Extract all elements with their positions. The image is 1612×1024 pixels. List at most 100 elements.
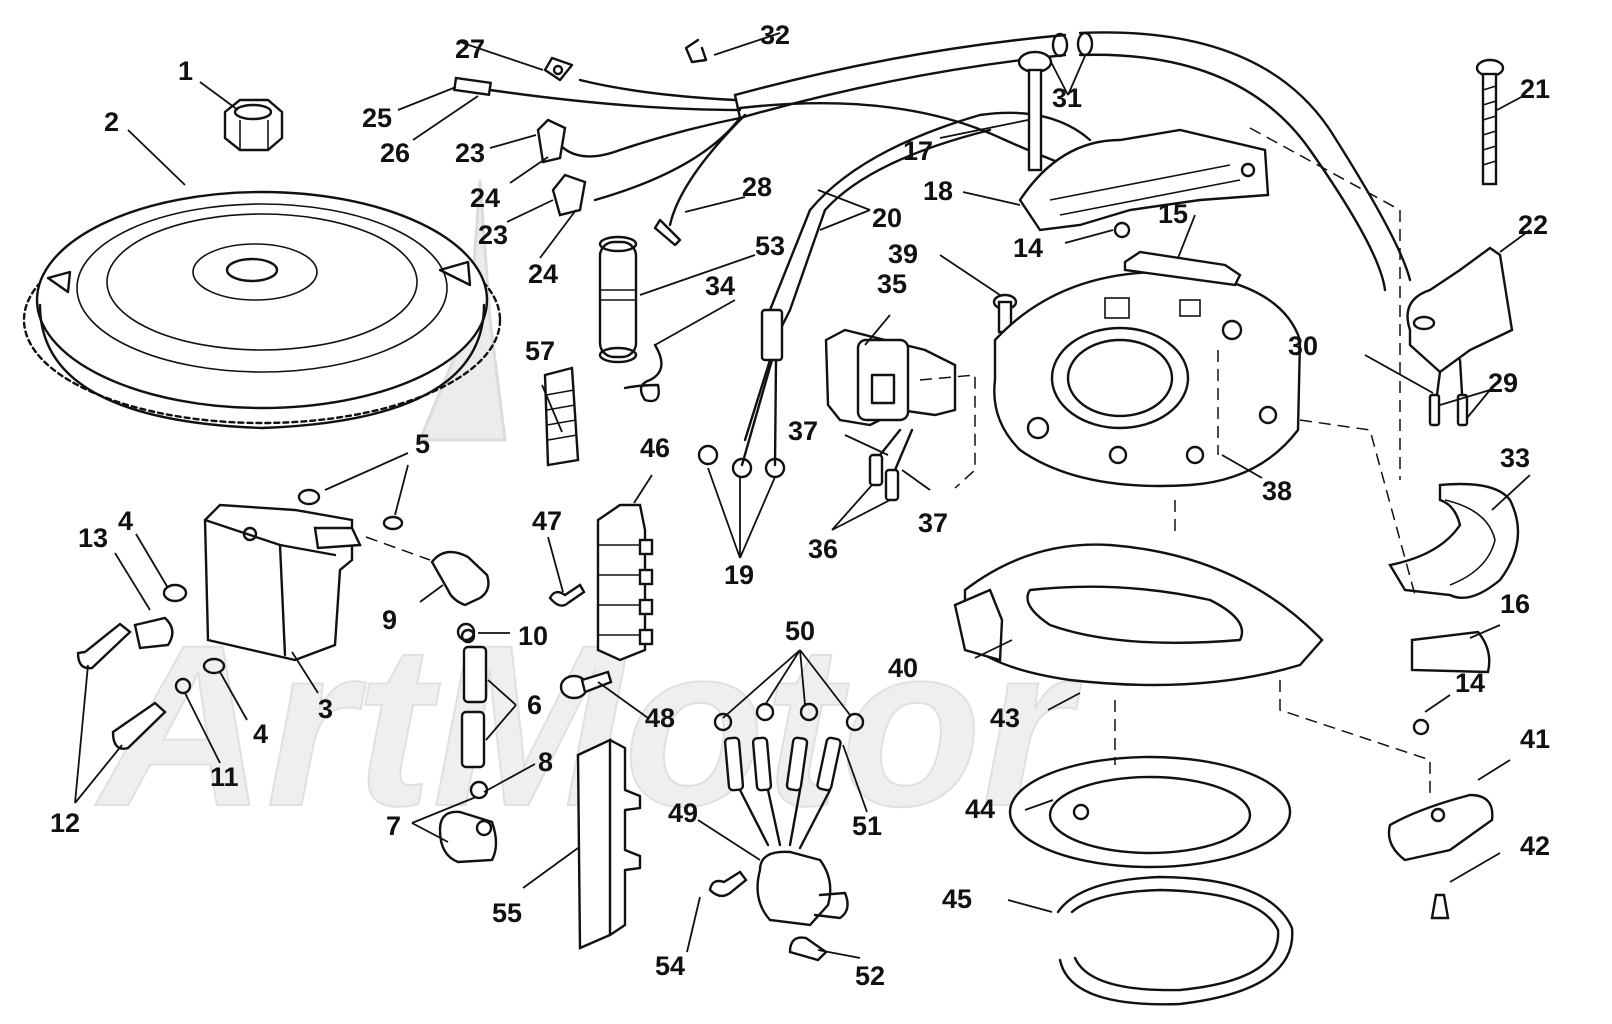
callout-42: 42 [1520, 831, 1550, 861]
callout-40: 40 [888, 653, 918, 683]
callout-12: 12 [50, 808, 80, 838]
callout-48: 48 [645, 703, 675, 733]
callout-3: 3 [318, 694, 333, 724]
screw-54 [708, 870, 748, 898]
callout-37: 37 [918, 508, 948, 538]
bracket-13 [133, 616, 174, 650]
bracket-55 [576, 738, 642, 950]
callout-23: 23 [455, 138, 485, 168]
callout-36: 36 [808, 534, 838, 564]
callout-53: 53 [755, 231, 785, 261]
retainer-plate-44 [1008, 755, 1292, 869]
callout-38: 38 [1262, 476, 1292, 506]
spring-10 [456, 622, 476, 644]
screw-48 [559, 670, 613, 700]
callout-24: 24 [470, 183, 500, 213]
callout-14: 14 [1455, 668, 1485, 698]
weight-41 [1387, 793, 1494, 862]
terminal-57 [543, 366, 580, 467]
callout-16: 16 [1500, 589, 1530, 619]
assembly-lines [365, 127, 1431, 800]
armature-plate-40 [953, 543, 1324, 687]
callout-4: 4 [118, 506, 133, 536]
rectifier [713, 702, 865, 927]
callout-15: 15 [1158, 199, 1188, 229]
flywheel [22, 190, 502, 430]
callout-54: 54 [655, 951, 685, 981]
callout-5: 5 [415, 429, 430, 459]
callout-4: 4 [253, 719, 268, 749]
callout-27: 27 [455, 34, 485, 64]
callout-21: 21 [1520, 74, 1550, 104]
callout-11: 11 [210, 762, 239, 792]
screw-52 [788, 936, 828, 962]
callout-34: 34 [705, 271, 735, 301]
screw-42 [1430, 893, 1450, 920]
stator-plate [993, 270, 1302, 488]
callout-39: 39 [888, 239, 918, 269]
callout-49: 49 [668, 798, 698, 828]
suppressor-cap-53 [598, 235, 638, 364]
callout-32: 32 [760, 20, 790, 50]
callout-7: 7 [386, 811, 401, 841]
callout-25: 25 [362, 103, 392, 133]
timer-base [1018, 128, 1270, 232]
flywheel-nut [223, 98, 284, 152]
charge-coil [824, 328, 957, 502]
sleeves-6 [460, 645, 488, 769]
terminal-7-8 [438, 780, 498, 864]
callout-10: 10 [518, 621, 548, 651]
callout-1: 1 [178, 56, 193, 86]
callout-51: 51 [852, 811, 882, 841]
callout-23: 23 [478, 220, 508, 250]
shim-16 [1410, 630, 1491, 674]
screw-17 [1017, 50, 1053, 172]
callout-55: 55 [492, 898, 522, 928]
callout-35: 35 [877, 269, 907, 299]
callout-18: 18 [923, 176, 953, 206]
callout-44: 44 [965, 794, 995, 824]
callout-19: 19 [724, 560, 754, 590]
screw-21 [1475, 58, 1505, 186]
elbow-boot-9 [430, 550, 490, 607]
callout-52: 52 [855, 961, 885, 991]
callout-30: 30 [1288, 331, 1318, 361]
leader-lines [74, 32, 1531, 959]
screw-14-lower [1412, 718, 1430, 736]
callout-2: 2 [104, 107, 119, 137]
callout-46: 46 [640, 433, 670, 463]
callout-14: 14 [1013, 233, 1043, 263]
magnet-33 [1388, 482, 1520, 600]
cover-22 [1406, 246, 1514, 427]
washers [162, 488, 404, 695]
screw-47 [548, 583, 586, 607]
callout-24: 24 [528, 259, 558, 289]
screw-14-upper [1113, 221, 1131, 239]
clip-15 [1123, 250, 1242, 287]
callout-17: 17 [903, 136, 933, 166]
callout-22: 22 [1518, 210, 1548, 240]
callout-26: 26 [380, 138, 410, 168]
callout-47: 47 [532, 506, 562, 536]
spring-wire-34 [623, 343, 663, 403]
callout-57: 57 [525, 336, 555, 366]
callout-8: 8 [538, 747, 553, 777]
callout-33: 33 [1500, 443, 1530, 473]
callout-50: 50 [785, 616, 815, 646]
callout-9: 9 [382, 605, 397, 635]
callout-13: 13 [78, 523, 108, 553]
callout-20: 20 [872, 203, 902, 233]
callout-43: 43 [990, 703, 1020, 733]
callout-45: 45 [942, 884, 972, 914]
callout-37: 37 [788, 416, 818, 446]
clip-32 [684, 38, 708, 64]
callout-28: 28 [742, 172, 772, 202]
terminal-block [596, 503, 654, 662]
callout-29: 29 [1488, 368, 1518, 398]
retaining-ring-45 [1056, 875, 1294, 1006]
ignition-coil [203, 503, 362, 662]
callout-6: 6 [527, 690, 542, 720]
callout-numbers: 1 2 3 4 4 5 6 7 8 9 10 11 12 13 14 14 15… [50, 20, 1550, 991]
callout-31: 31 [1052, 83, 1082, 113]
